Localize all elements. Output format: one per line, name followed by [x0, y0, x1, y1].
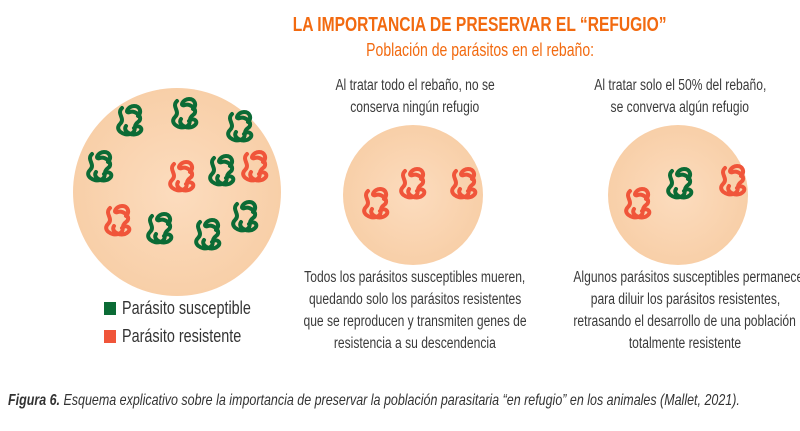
description-line: Todos los parásitos susceptibles mueren, — [304, 269, 526, 286]
legend-label: Parásito resistente — [122, 326, 242, 346]
figure-caption: Figura 6. Esquema explicativo sobre la i… — [8, 392, 740, 410]
description-line: retrasando el desarrollo de una població… — [573, 313, 797, 330]
description-line: totalmente resistente — [628, 335, 742, 352]
title-text: LA IMPORTANCIA DE PRESERVAR EL “REFUGIO” — [293, 14, 667, 36]
scenario-all-description: Todos los parásitos susceptibles mueren,… — [265, 267, 565, 355]
description-line: resistencia a su descendencia — [334, 335, 496, 352]
legend-item-susceptible: Parásito susceptible — [104, 298, 283, 319]
scenario-all-caption: Al tratar todo el rebaño, no se conserva… — [280, 75, 550, 119]
scenario-half-caption: Al tratar solo el 50% del rebaño, se con… — [540, 75, 800, 119]
resistant-swatch — [104, 330, 116, 343]
legend-label: Parásito susceptible — [122, 298, 251, 318]
caption-line: se converva algún refugio — [610, 99, 750, 116]
scenario-half-description: Algunos parásitos susceptibles permanece… — [540, 267, 800, 355]
description-line: quedando solo los parásitos resistentes — [308, 291, 522, 308]
caption-line: conserva ningún refugio — [350, 99, 480, 116]
diagram-subtitle: Población de parásitos en el rebaño: — [200, 40, 760, 61]
legend-item-resistant: Parásito resistente — [104, 326, 271, 347]
figure-caption-text: Esquema explicativo sobre la importancia… — [60, 392, 740, 409]
susceptible-swatch — [104, 302, 116, 315]
description-line: que se reproducen y transmiten genes de — [303, 313, 527, 330]
subtitle-text: Población de parásitos en el rebaño: — [366, 40, 594, 60]
description-line: para diluir los parásitos resistentes, — [590, 291, 780, 308]
description-line: Algunos parásitos susceptibles permanece… — [573, 269, 800, 286]
caption-line: Al tratar todo el rebaño, no se — [335, 77, 495, 94]
caption-line: Al tratar solo el 50% del rebaño, — [593, 77, 767, 94]
figure-label: Figura 6. — [8, 392, 61, 409]
diagram-title: LA IMPORTANCIA DE PRESERVAR EL “REFUGIO” — [200, 14, 760, 37]
